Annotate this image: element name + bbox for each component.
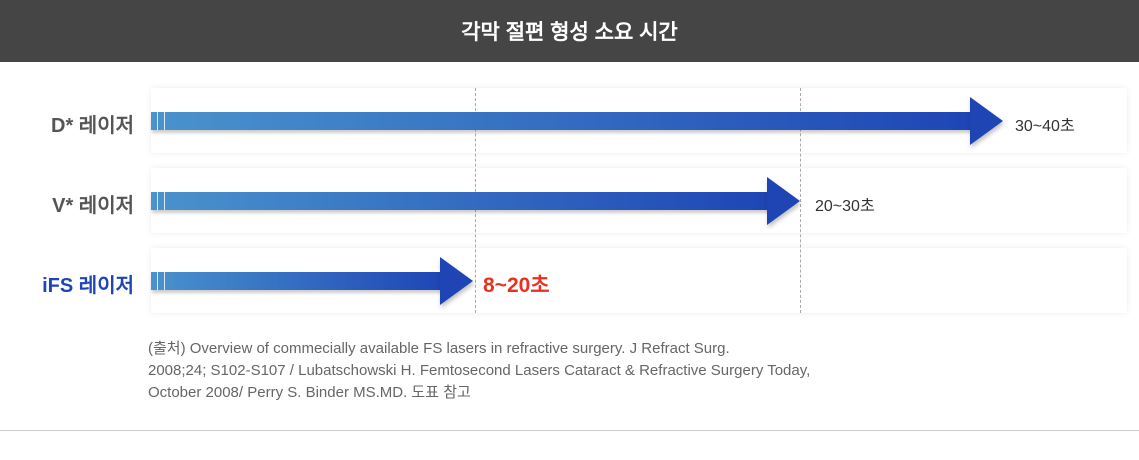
- row-label-ifs: iFS 레이저: [42, 275, 134, 297]
- source-line: (출처) Overview of commecially available F…: [148, 340, 730, 357]
- value-d: 30~40초: [1015, 118, 1075, 135]
- source-line: October 2008/ Perry S. Binder MS.MD. 도표 …: [148, 384, 471, 401]
- arrow-ifs: [151, 257, 473, 305]
- gridline: [800, 88, 801, 313]
- arrow-v: [151, 177, 800, 225]
- divider: [0, 430, 1139, 431]
- row-label-v: V* 레이저: [52, 195, 134, 217]
- value-v: 20~30초: [815, 198, 875, 215]
- source-note: (출처) Overview of commecially available F…: [148, 338, 810, 404]
- arrow-d: [151, 97, 1003, 145]
- chart-title: 각막 절편 형성 소요 시간: [0, 0, 1139, 62]
- value-ifs: 8~20초: [483, 274, 550, 297]
- row-label-d: D* 레이저: [51, 115, 134, 137]
- source-line: 2008;24; S102-S107 / Lubatschowski H. Fe…: [148, 362, 811, 379]
